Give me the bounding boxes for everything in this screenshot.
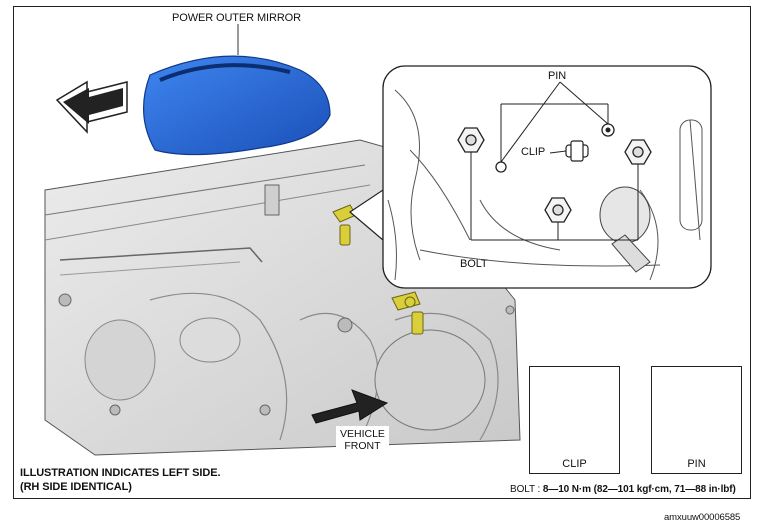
- illustration-note: ILLUSTRATION INDICATES LEFT SIDE.: [20, 467, 221, 479]
- clip-label: CLIP: [521, 146, 546, 158]
- power-outer-mirror: [142, 55, 331, 156]
- arrow-icon: [311, 389, 389, 424]
- clip-detail-box: [529, 366, 620, 474]
- clip-fastener-lower: [391, 291, 424, 335]
- figure-id: amxuuw00006585: [664, 512, 741, 523]
- bolt-torque-spec: BOLT : 8—10 N·m (82—101 kgf·cm, 71—88 in…: [510, 484, 736, 495]
- bolt-torque-value: 8—10 N·m (82—101 kgf·cm, 71—88 in·lbf): [542, 484, 736, 495]
- arrow-icon: [55, 80, 128, 134]
- power-outer-mirror-label: POWER OUTER MIRROR: [172, 12, 301, 24]
- bolt-head: [544, 197, 572, 223]
- clip-detail-label: CLIP: [562, 458, 587, 470]
- vehicle-front-label: VEHICLE FRONT: [336, 426, 389, 454]
- bolt-torque-prefix: BOLT :: [510, 484, 543, 495]
- pin-detail-box: [651, 366, 742, 474]
- pin-label: PIN: [548, 70, 567, 82]
- bolt-head: [624, 139, 652, 165]
- pin-head: [495, 161, 507, 173]
- bolt-label: BOLT: [460, 258, 488, 270]
- pin-detail-label: PIN: [687, 458, 706, 470]
- rh-side-note: (RH SIDE IDENTICAL): [20, 481, 132, 493]
- bolt-head: [457, 127, 485, 153]
